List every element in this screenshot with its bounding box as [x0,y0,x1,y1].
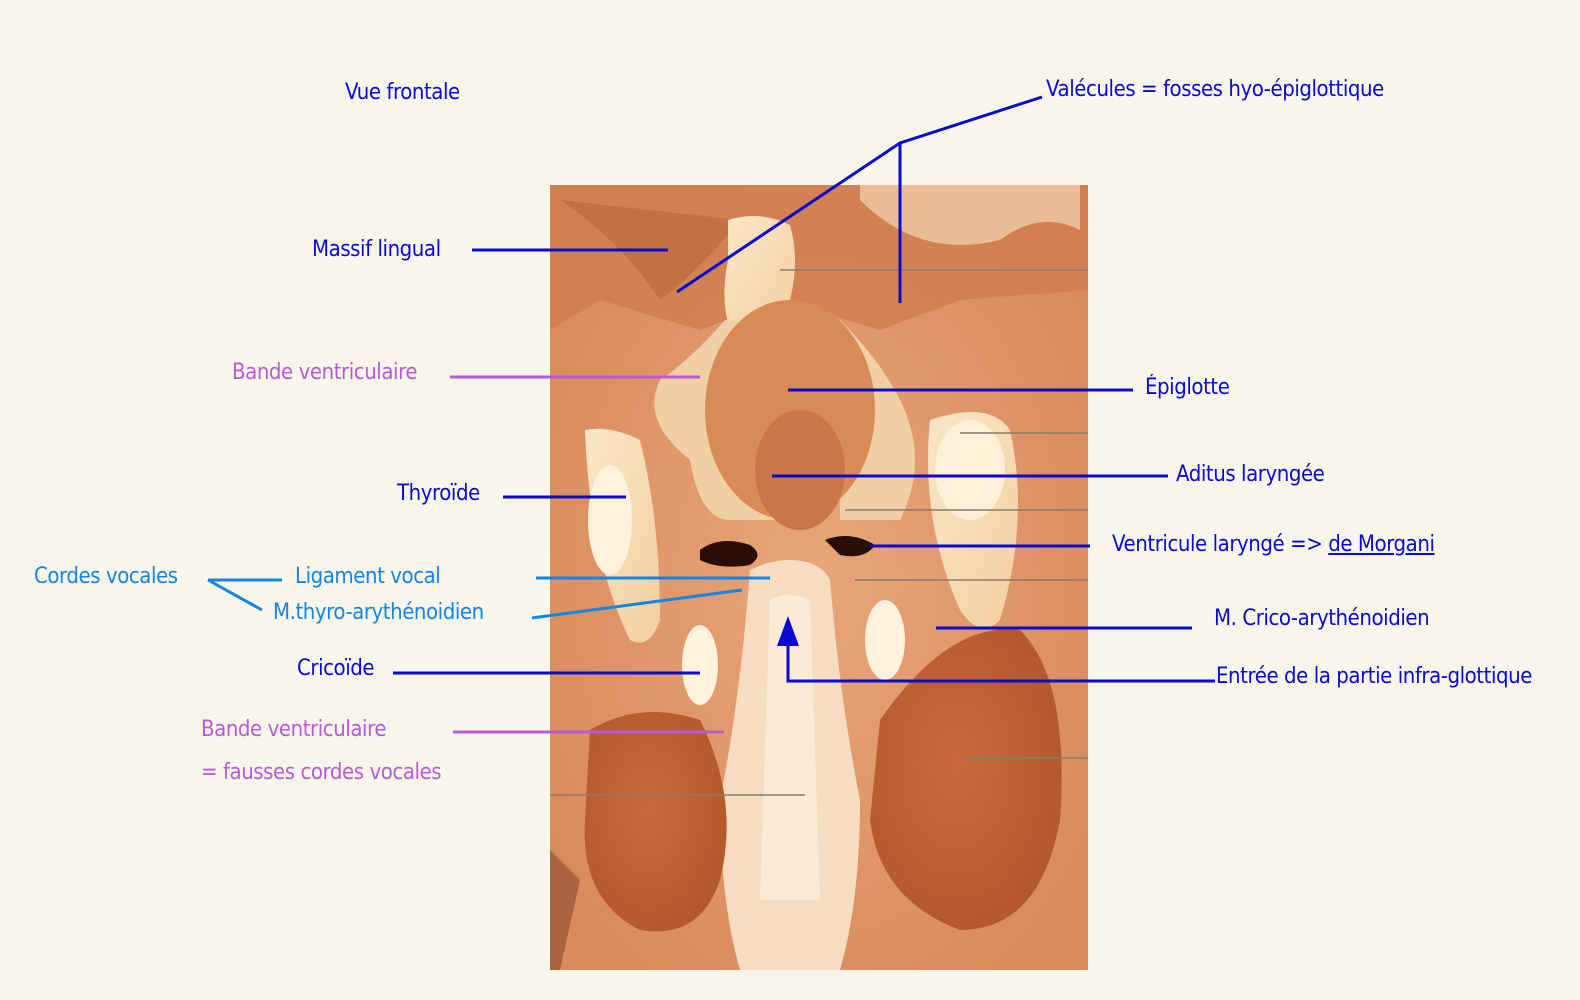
arrow-up-icon [777,616,799,646]
label-ventricule-prefix: Ventricule laryngé => [1112,532,1323,557]
infra-glottique-leader [786,640,1215,683]
label-cricoide: Cricoïde [297,656,375,681]
label-bande-ventriculaire-top: Bande ventriculaire [232,360,418,385]
label-bande-ventriculaire-bottom: Bande ventriculaire [201,717,387,742]
thyro-arytenoidien-leader [531,588,743,620]
label-thyro-arytenoidien: M.thyro-arythénoidien [273,600,484,625]
link-de-morgani[interactable]: de Morgani [1328,532,1435,557]
cordes-vocales-leader [207,578,282,612]
label-crico-arytenoidien: M. Crico-arythénoidien [1214,606,1430,631]
label-ventricule: Ventricule laryngé => de Morgani [1112,532,1435,557]
label-valecules: Valécules = fosses hyo-épiglottique [1046,77,1384,102]
view-title: Vue frontale [345,80,460,105]
label-aditus: Aditus laryngée [1176,462,1325,487]
label-cordes-vocales: Cordes vocales [34,564,178,589]
label-entree-infra-glottique: Entrée de la partie infra-glottique [1216,664,1532,689]
label-massif-lingual: Massif lingual [312,237,441,262]
label-epiglotte: Épiglotte [1145,375,1230,400]
label-ligament-vocal: Ligament vocal [295,564,441,589]
label-fausses-cordes-vocales: = fausses cordes vocales [201,760,442,785]
valecules-leader [676,95,1043,303]
label-thyroide: Thyroïde [397,481,480,506]
